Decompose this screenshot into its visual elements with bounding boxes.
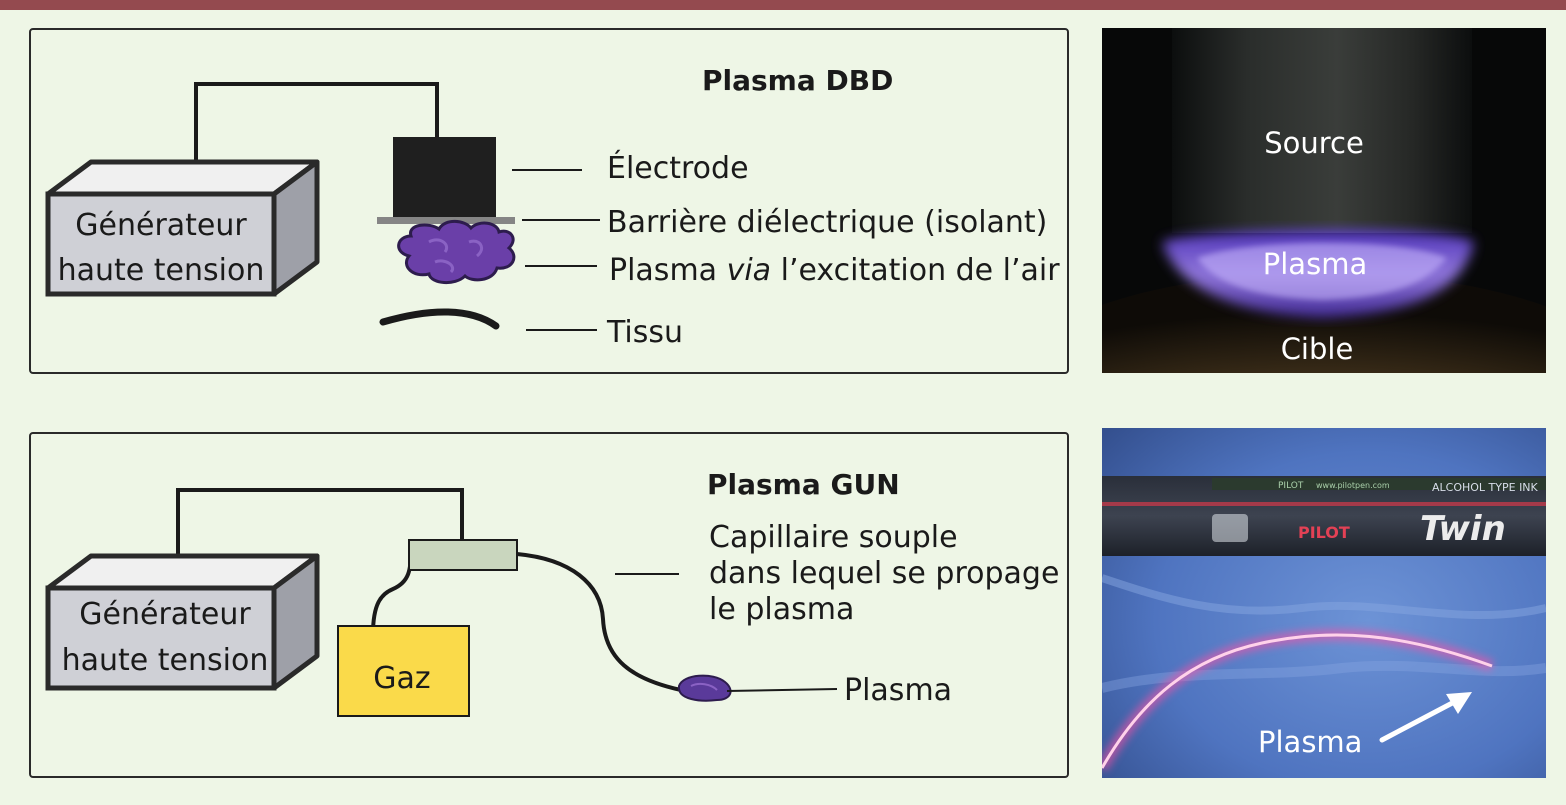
dbd-plasma-cloud [397,219,516,284]
gun-plasma-label: Plasma [844,673,952,708]
gun-photo-illustration: PILOT www.pilotpen.com ALCOHOL TYPE INK … [1102,428,1546,778]
gun-photo: PILOT www.pilotpen.com ALCOHOL TYPE INK … [1102,428,1546,778]
dbd-generator: Générateur haute tension [45,159,320,297]
gun-photo-plasma-filament [1102,633,1493,769]
gun-generator: Générateur haute tension [45,553,320,691]
gun-photo-pen: PILOT www.pilotpen.com ALCOHOL TYPE INK … [1102,476,1546,556]
dbd-wire [194,82,439,172]
gun-title: Plasma GUN [707,468,900,501]
dbd-photo-illustration: Source Plasma Cible [1102,28,1546,373]
gun-flexible-capillary [516,552,682,692]
gun-photo-pen-url: www.pilotpen.com [1316,481,1390,490]
dbd-photo-source [1172,28,1472,233]
dbd-generator-label-1: Générateur [75,208,247,243]
gun-gas-tube [371,549,413,635]
dbd-barrier-label: Barrière diélectrique (isolant) [607,205,1047,240]
header-bar [0,0,1566,10]
dbd-plasma-label-prefix: Plasma [609,253,727,288]
dbd-photo: Source Plasma Cible [1102,28,1546,373]
dbd-photo-source-label: Source [1264,126,1364,160]
gun-photo-pen-brand-small: PILOT [1278,481,1304,491]
dbd-diagram: Générateur haute tension Plasma DBD Élec… [45,64,1060,350]
gun-capillary-label-2: dans lequel se propage [709,556,1059,591]
dbd-plasma-label-italic: via [727,253,771,288]
gun-gas-bottle [337,625,470,717]
gun-capillary-holder [408,539,518,571]
dbd-photo-plasma-label: Plasma [1263,247,1367,281]
gun-photo-pen-model: Twin [1420,509,1506,549]
dbd-tissue-label: Tissu [606,315,683,350]
gun-gas-label: Gaz [373,661,430,696]
gun-plasma-tip [677,674,732,702]
gun-photo-pen-ink: ALCOHOL TYPE INK [1432,481,1539,494]
gun-capillary-label-1: Capillaire souple [709,520,958,555]
dbd-plasma-label-suffix: l’excitation de l’air [771,253,1060,288]
gun-diagram: Générateur haute tension Gaz Plasma GUN … [45,468,1059,717]
gun-generator-label-1: Générateur [79,597,251,632]
gun-plasma-leader [726,688,838,692]
gun-generator-label-2: haute tension [62,643,269,678]
dbd-generator-label-2: haute tension [58,253,265,288]
dbd-diagram-panel: Générateur haute tension Plasma DBD Élec… [29,28,1069,374]
dbd-electrode-label: Électrode [607,150,749,186]
dbd-title: Plasma DBD [702,64,893,97]
dbd-dielectric-barrier [377,217,515,224]
dbd-electrode [393,137,496,217]
gun-wire [176,488,464,554]
dbd-photo-target-label: Cible [1281,332,1354,366]
gun-capillary-label-3: le plasma [709,592,854,627]
gun-photo-arrow-icon [1379,692,1472,743]
dbd-photo-target [1102,273,1546,373]
gun-diagram-panel: Générateur haute tension Gaz Plasma GUN … [29,432,1069,778]
dbd-tissue [379,308,500,330]
gun-photo-pen-brand: PILOT [1298,523,1350,542]
dbd-plasma-label: Plasma via l’excitation de l’air [609,253,1060,288]
gun-photo-plasma-label: Plasma [1258,725,1362,759]
